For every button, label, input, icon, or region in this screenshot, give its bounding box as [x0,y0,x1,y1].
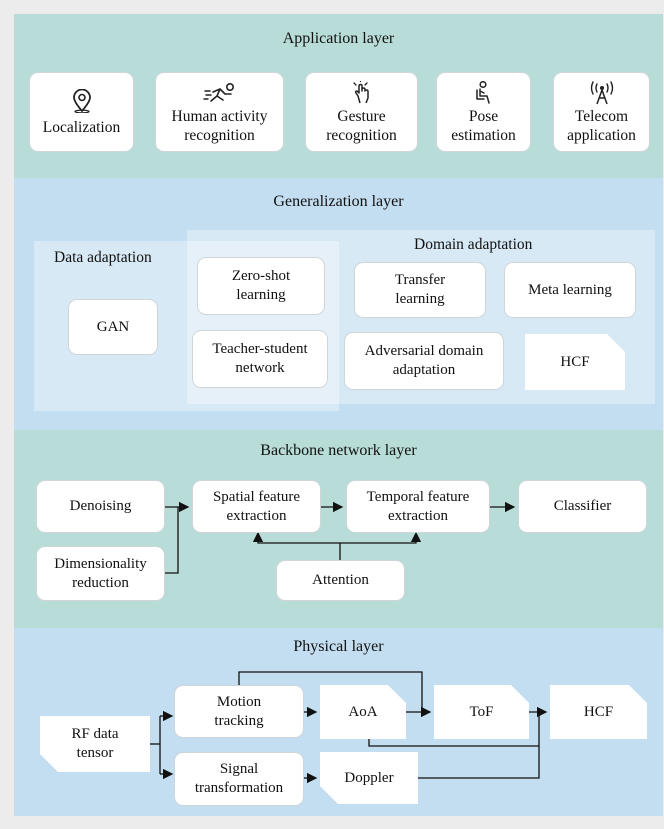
physical-connectors [150,671,548,784]
hcf-generalization-box: HCF [525,334,625,390]
zero-shot-learning-label: Zero-shot learning [231,268,291,303]
adversarial-domain-adaptation-box: Adversarial domain adaptation [344,332,504,390]
domain-adaptation-label: Domain adaptation [414,236,533,253]
physical-layer: Physical layer RF dat [14,628,663,816]
app-localization-label: Localization [42,118,121,136]
teacher-student-network-box: Teacher-student network [192,330,328,388]
app-gesture-recognition: Gesture recognition [305,72,418,152]
hcf-physical-box: HCF [550,685,647,739]
generalization-layer: Generalization layer Data adaptation Dom… [14,178,663,430]
app-gesture-recognition-label: Gesture recognition [326,107,397,144]
signal-transformation-box: Signal transformation [174,752,304,806]
application-layer: Application layer Localization Human act… [14,14,663,178]
attention-label: Attention [312,572,369,588]
classifier-box: Classifier [518,480,647,533]
gan-label: GAN [96,318,130,335]
temporal-feature-extraction-label: Temporal feature extraction [366,488,470,524]
app-human-activity-recognition-label: Human activity recognition [171,107,268,144]
adversarial-domain-adaptation-label: Adversarial domain adaptation [364,343,484,378]
tof-box: ToF [434,685,529,739]
teacher-student-network-label: Teacher-student network [212,341,308,376]
transfer-learning-box: Transfer learning [354,262,486,318]
running-person-icon [202,80,237,106]
app-human-activity-recognition: Human activity recognition [155,72,284,152]
backbone-layer-title: Backbone network layer [260,442,417,459]
physical-layer-title: Physical layer [293,638,384,655]
application-layer-title: Application layer [282,30,395,47]
backbone-connectors [165,501,516,574]
location-pin-icon [72,88,92,114]
hcf-generalization-label: HCF [560,353,590,370]
motion-tracking-box: Motion tracking [174,685,304,738]
zero-shot-learning-box: Zero-shot learning [197,257,325,315]
seated-person-icon [474,80,494,106]
motion-tracking-label: Motion tracking [214,693,264,729]
dimensionality-reduction-label: Dimensionality reduction [54,555,147,591]
app-telecom-application: Telecom application [553,72,650,152]
app-telecom-application-label: Telecom application [567,107,636,144]
denoising-box: Denoising [36,480,165,533]
signal-transformation-label: Signal transformation [194,761,284,796]
doppler-label: Doppler [344,769,394,786]
meta-learning-label: Meta learning [528,281,612,298]
data-adaptation-label: Data adaptation [54,249,152,266]
antenna-tower-icon [588,80,616,106]
classifier-label: Classifier [553,498,612,514]
hand-tap-icon [351,80,373,106]
app-pose-estimation-label: Pose estimation [451,107,516,144]
app-pose-estimation: Pose estimation [436,72,531,152]
app-localization: Localization [29,72,134,152]
spatial-feature-extraction-box: Spatial feature extraction [192,480,321,533]
dimensionality-reduction-box: Dimensionality reduction [36,546,165,601]
aoa-box: AoA [320,685,406,739]
temporal-feature-extraction-box: Temporal feature extraction [346,480,490,533]
hcf-physical-label: HCF [583,703,614,720]
doppler-box: Doppler [320,752,418,804]
tof-label: ToF [469,703,494,720]
gan-box: GAN [68,299,158,355]
generalization-layer-title: Generalization layer [273,193,404,210]
spatial-feature-extraction-label: Spatial feature extraction [212,488,301,524]
rf-data-tensor-label: RF data tensor [71,726,119,761]
rf-data-tensor-box: RF data tensor [40,716,150,772]
aoa-label: AoA [348,703,378,720]
meta-learning-box: Meta learning [504,262,636,318]
backbone-network-layer: Backbone network layer Denoising Dimensi… [14,430,663,628]
transfer-learning-label: Transfer learning [394,272,446,307]
denoising-label: Denoising [69,498,132,514]
attention-box: Attention [276,560,405,601]
